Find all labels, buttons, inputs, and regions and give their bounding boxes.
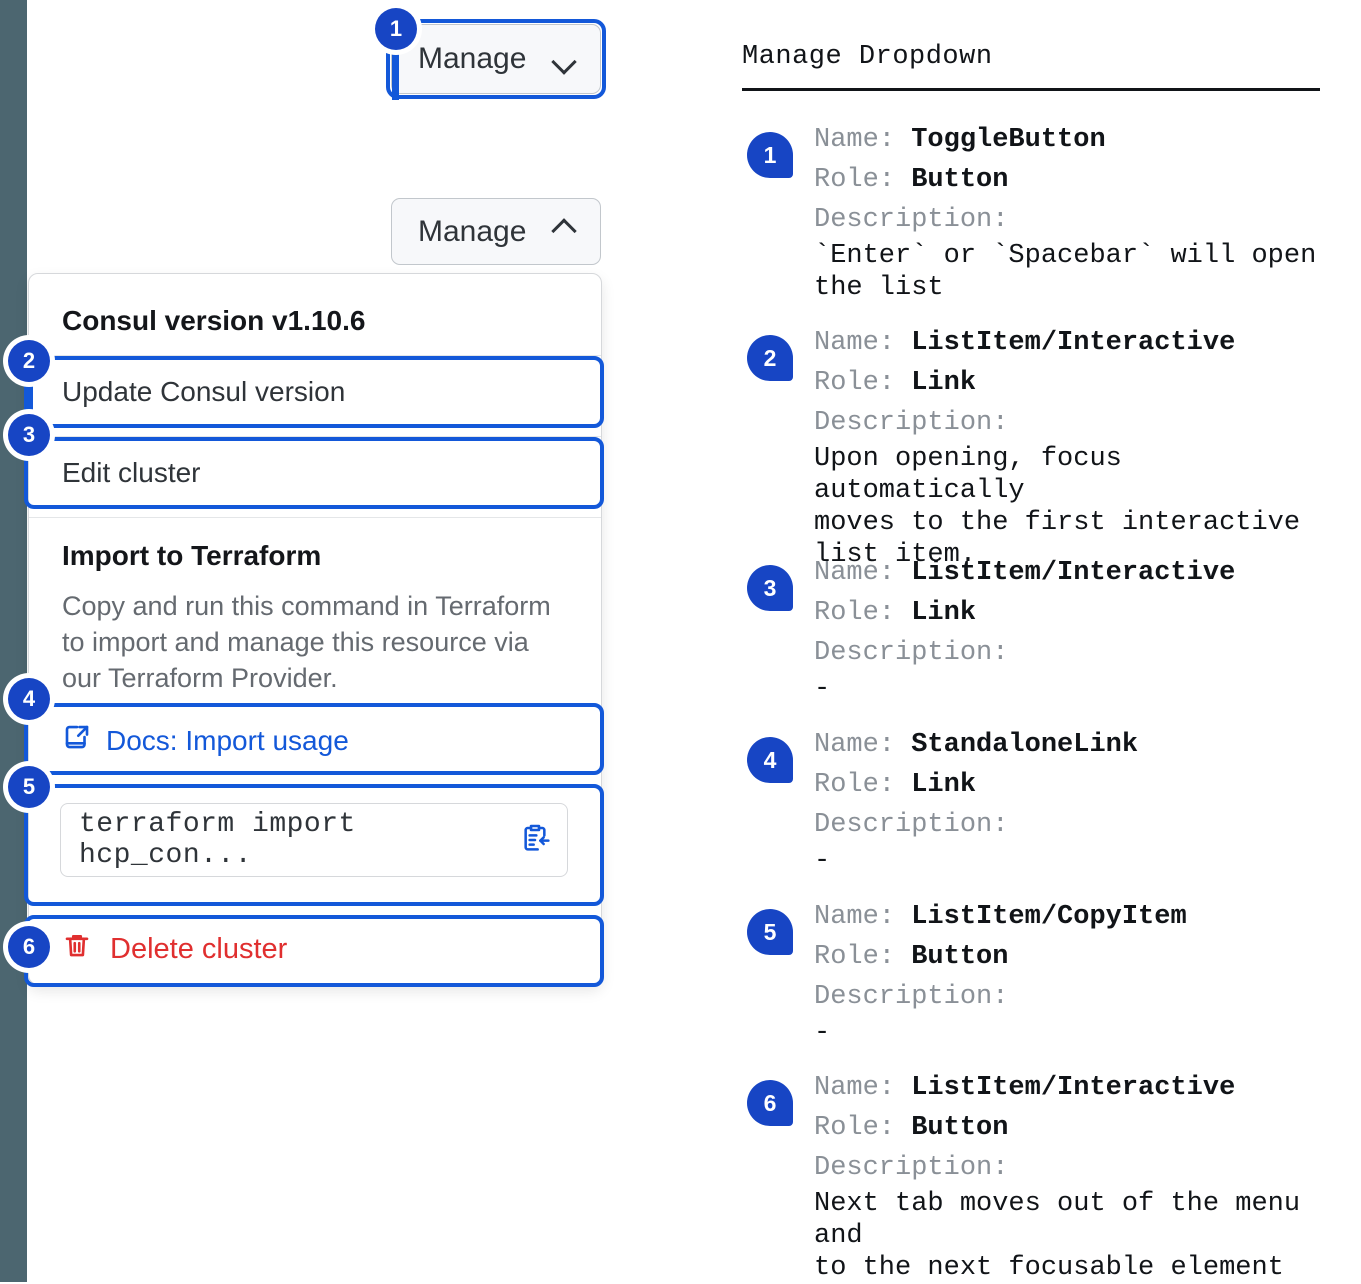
menu-item-update-consul-version[interactable]: Update Consul version xyxy=(62,376,346,407)
legend-name-5: ListItem/CopyItem xyxy=(911,902,1187,932)
legend-entry-5: 5 Name: ListItem/CopyItem Role: Button D… xyxy=(742,897,1342,1049)
legend-entry-4: 4 Name: StandaloneLink Role: Link Descri… xyxy=(742,725,1342,877)
legend-name-1: ToggleButton xyxy=(911,125,1106,155)
docs-external-link-icon xyxy=(62,722,92,759)
trash-icon xyxy=(62,930,92,968)
name-label: Name: xyxy=(814,558,896,588)
legend-pin-2: 2 xyxy=(747,335,793,381)
description-label: Description: xyxy=(814,205,1009,235)
role-label: Role: xyxy=(814,1113,896,1143)
highlight-box-6 xyxy=(24,915,604,987)
legend-entry-2: 2 Name: ListItem/Interactive Role: Link … xyxy=(742,323,1342,571)
legend-description-1: `Enter` or `Spacebar` will open the list xyxy=(814,241,1317,303)
legend-pin-4: 4 xyxy=(747,737,793,783)
legend-name-2: ListItem/Interactive xyxy=(911,328,1236,358)
legend-description-3: - xyxy=(814,674,831,704)
name-label: Name: xyxy=(814,125,896,155)
highlight-box-2 xyxy=(24,356,604,428)
role-label: Role: xyxy=(814,942,896,972)
annotation-badge-6: 6 xyxy=(8,926,50,968)
manage-button-label-expanded: Manage xyxy=(418,214,527,248)
legend-description-6: Next tab moves out of the menu and to th… xyxy=(814,1189,1301,1283)
legend-role-5: Button xyxy=(911,942,1009,972)
legend-entry-6: 6 Name: ListItem/Interactive Role: Butto… xyxy=(742,1068,1342,1284)
legend-description-5: - xyxy=(814,1018,831,1048)
terraform-import-command: terraform import hcp_con... xyxy=(79,809,356,871)
badge-connector-1 xyxy=(392,42,399,100)
description-label: Description: xyxy=(814,982,1009,1012)
manage-button-label: Manage xyxy=(418,42,527,75)
legend-role-3: Link xyxy=(911,598,977,628)
annotation-legend: Manage Dropdown 1 Name: ToggleButton Rol… xyxy=(742,0,1342,1284)
legend-role-2: Link xyxy=(911,368,977,398)
annotation-badge-4: 4 xyxy=(8,678,50,720)
role-label: Role: xyxy=(814,368,896,398)
name-label: Name: xyxy=(814,902,896,932)
name-label: Name: xyxy=(814,1073,896,1103)
highlight-box-4 xyxy=(24,703,604,775)
chevron-down-icon xyxy=(552,47,574,71)
role-label: Role: xyxy=(814,165,896,195)
legend-role-4: Link xyxy=(911,770,977,800)
role-label: Role: xyxy=(814,598,896,628)
menu-item-docs-import-usage[interactable]: Docs: Import usage xyxy=(62,722,349,759)
mock-ui-region: Manage Manage Consul version v1.10.6 Upd… xyxy=(0,0,700,1282)
description-label: Description: xyxy=(814,408,1009,438)
legend-name-4: StandaloneLink xyxy=(911,730,1139,760)
divider xyxy=(29,436,601,437)
manage-toggle-button-expanded[interactable]: Manage xyxy=(391,198,601,265)
legend-name-6: ListItem/Interactive xyxy=(911,1073,1236,1103)
role-label: Role: xyxy=(814,770,896,800)
docs-link-label: Docs: Import usage xyxy=(106,724,349,756)
menu-item-delete-cluster[interactable]: Delete cluster xyxy=(62,930,287,968)
manage-button-focus-ring xyxy=(386,19,606,99)
legend-entry-3: 3 Name: ListItem/Interactive Role: Link … xyxy=(742,553,1342,705)
highlight-box-3 xyxy=(24,437,604,509)
terraform-import-copy-field[interactable]: terraform import hcp_con... xyxy=(60,803,568,877)
copy-to-clipboard-icon[interactable] xyxy=(519,822,551,859)
divider xyxy=(29,517,601,518)
delete-cluster-label: Delete cluster xyxy=(110,932,288,965)
legend-pin-5: 5 xyxy=(747,909,793,955)
chevron-up-icon xyxy=(552,220,574,244)
legend-name-3: ListItem/Interactive xyxy=(911,558,1236,588)
manage-toggle-button-collapsed[interactable]: Manage xyxy=(391,24,601,94)
menu-item-edit-cluster[interactable]: Edit cluster xyxy=(62,457,201,488)
annotation-badge-5: 5 xyxy=(8,766,50,808)
import-to-terraform-heading: Import to Terraform xyxy=(62,540,322,571)
legend-description-2: Upon opening, focus automatically moves … xyxy=(814,444,1301,570)
legend-pin-1: 1 xyxy=(747,132,793,178)
legend-pin-3: 3 xyxy=(747,565,793,611)
legend-description-4: - xyxy=(814,846,831,876)
description-label: Description: xyxy=(814,1153,1009,1183)
annotation-badge-1: 1 xyxy=(375,8,417,50)
left-rail xyxy=(0,0,27,1282)
legend-role-1: Button xyxy=(911,165,1009,195)
badge-connector-2 xyxy=(26,372,33,434)
name-label: Name: xyxy=(814,730,896,760)
annotation-badge-2: 2 xyxy=(8,340,50,382)
description-label: Description: xyxy=(814,810,1009,840)
legend-entry-1: 1 Name: ToggleButton Role: Button Descri… xyxy=(742,120,1342,304)
legend-role-6: Button xyxy=(911,1113,1009,1143)
legend-title: Manage Dropdown xyxy=(742,42,993,72)
annotation-badge-3: 3 xyxy=(8,414,50,456)
highlight-box-5 xyxy=(24,784,604,906)
legend-pin-6: 6 xyxy=(747,1080,793,1126)
description-label: Description: xyxy=(814,638,1009,668)
consul-version-heading: Consul version v1.10.6 xyxy=(62,305,366,336)
name-label: Name: xyxy=(814,328,896,358)
import-to-terraform-description: Copy and run this command in Terraform t… xyxy=(62,591,551,693)
legend-divider xyxy=(742,88,1320,91)
divider xyxy=(29,355,601,356)
